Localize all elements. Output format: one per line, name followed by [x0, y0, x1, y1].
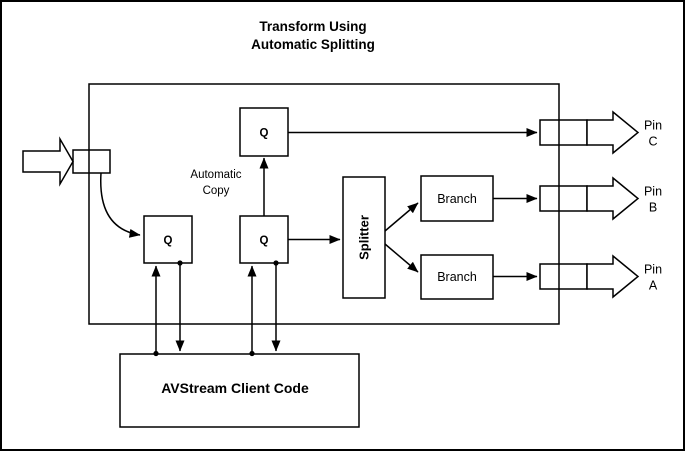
connection-dot	[249, 350, 255, 357]
pin-b-slot	[539, 185, 588, 212]
diagram-title-line1: Transform Using	[259, 19, 366, 34]
splitter-box	[342, 176, 386, 299]
pin-a-label-word: Pin	[644, 263, 662, 277]
pin-b-arrow	[586, 176, 640, 221]
queue-middle-label: Q	[260, 235, 269, 247]
pin-c-label-letter: C	[648, 135, 657, 149]
queue-left-label: Q	[164, 235, 173, 247]
diagram-title-line2: Automatic Splitting	[251, 37, 375, 52]
queue-left-box	[143, 215, 193, 264]
client-code-box	[119, 353, 360, 428]
branch-bottom-label: Branch	[437, 270, 477, 284]
splitter-label: Splitter	[357, 215, 372, 260]
input-to-queue-curve-arrow	[99, 172, 141, 238]
filter-boundary	[88, 83, 560, 325]
pin-a-label-letter: A	[649, 279, 658, 293]
splitter-to-branch-top-arrow	[384, 202, 419, 232]
splitter-to-branch-bottom-arrow	[384, 243, 419, 273]
queue-top-label: Q	[260, 128, 269, 140]
client-code-label: AVStream Client Code	[161, 380, 309, 396]
pin-b-label-letter: B	[649, 201, 657, 215]
automatic-copy-label-line2: Copy	[203, 185, 230, 197]
pin-c-slot	[539, 119, 588, 146]
connection-dot	[177, 260, 183, 266]
automatic-copy-label-line1: Automatic	[190, 169, 241, 181]
connection-dot	[153, 350, 159, 357]
pin-b-label-word: Pin	[644, 185, 662, 199]
pin-a-slot	[539, 263, 588, 290]
input-pin-slot	[72, 149, 111, 174]
connection-dot	[273, 260, 279, 266]
branch-top-label: Branch	[437, 192, 477, 206]
pin-c-arrow	[586, 110, 640, 155]
pin-a-arrow	[586, 254, 640, 299]
input-stream-arrow	[22, 136, 74, 187]
queue-middle-box	[239, 215, 289, 264]
queue-top-box	[239, 107, 289, 157]
pin-c-label-word: Pin	[644, 119, 662, 133]
